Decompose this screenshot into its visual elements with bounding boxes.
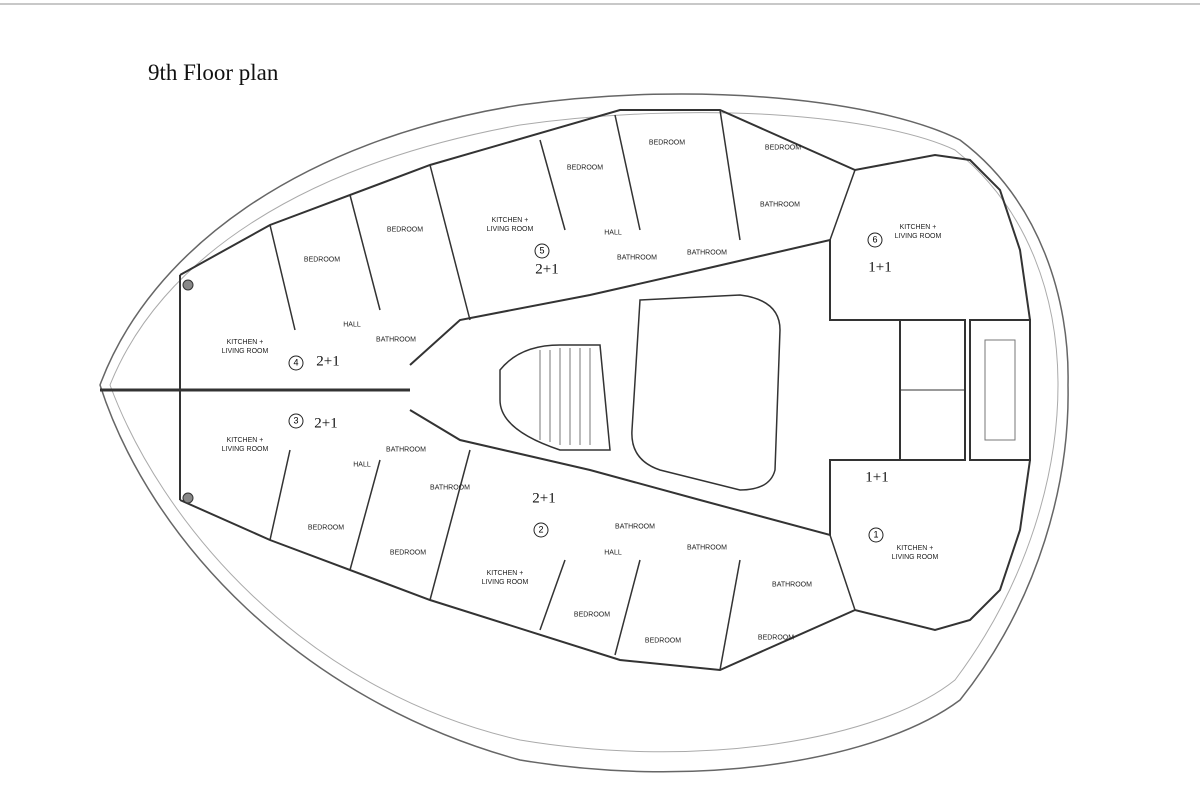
- room-label: BEDROOM: [389, 549, 427, 557]
- exterior-wall-north: [179, 109, 1031, 321]
- slab-edge: [109, 112, 1059, 753]
- room-label: HALL: [343, 321, 361, 329]
- room-label: BEDROOM: [648, 139, 686, 147]
- unit-4-number: 4: [288, 355, 304, 371]
- room-label: KITCHEN + LIVING ROOM: [221, 437, 269, 453]
- room-label: HALL: [604, 549, 622, 557]
- unit-1-type: 1+1: [865, 469, 889, 486]
- room-label: BATHROOM: [376, 336, 416, 344]
- room-label: BATHROOM: [386, 446, 426, 454]
- room-label: HALL: [604, 229, 622, 237]
- exterior-wall-south: [179, 459, 1031, 672]
- fire-stair: [969, 319, 1031, 461]
- room-label: BATHROOM: [772, 581, 812, 589]
- unit-6-type: 1+1: [868, 259, 892, 276]
- room-label: BATHROOM: [760, 201, 800, 209]
- room-label: BEDROOM: [386, 226, 424, 234]
- room-label: BATHROOM: [617, 254, 657, 262]
- room-label: BATHROOM: [430, 484, 470, 492]
- unit-6-number: 6: [867, 232, 883, 248]
- page-title: 9th Floor plan: [148, 60, 279, 85]
- corridor-south: [409, 409, 900, 537]
- unit-5-type: 2+1: [535, 261, 559, 278]
- room-label: BEDROOM: [764, 144, 802, 152]
- stair-treads: [539, 348, 591, 445]
- room-label: BEDROOM: [573, 611, 611, 619]
- room-label: BATHROOM: [687, 544, 727, 552]
- unit-2-type: 2+1: [532, 490, 556, 507]
- unit-5-number: 5: [534, 243, 550, 259]
- unit-3-number: 3: [288, 413, 304, 429]
- unit-3-type: 2+1: [314, 415, 338, 432]
- room-label: KITCHEN + LIVING ROOM: [221, 339, 269, 355]
- room-label: BEDROOM: [303, 256, 341, 264]
- unit-2-number: 2: [533, 522, 549, 538]
- corridor-north: [409, 238, 900, 366]
- room-label: KITCHEN + LIVING ROOM: [481, 570, 529, 586]
- room-label: BATHROOM: [615, 523, 655, 531]
- partition-walls: [269, 109, 856, 671]
- room-label: BEDROOM: [566, 164, 604, 172]
- atrium-void: [631, 294, 781, 491]
- unit-1-number: 1: [868, 527, 884, 543]
- columns: [182, 279, 194, 504]
- room-label: KITCHEN + LIVING ROOM: [891, 545, 939, 561]
- room-label: BATHROOM: [687, 249, 727, 257]
- room-label: KITCHEN + LIVING ROOM: [894, 224, 942, 240]
- room-label: HALL: [353, 461, 371, 469]
- room-label: BEDROOM: [307, 524, 345, 532]
- room-label: BEDROOM: [757, 634, 795, 642]
- outer-shell: [99, 93, 1069, 773]
- room-label: KITCHEN + LIVING ROOM: [486, 217, 534, 233]
- unit-4-type: 2+1: [316, 353, 340, 370]
- room-label: BEDROOM: [644, 637, 682, 645]
- stair-core: [499, 344, 611, 451]
- top-border: [0, 3, 1200, 5]
